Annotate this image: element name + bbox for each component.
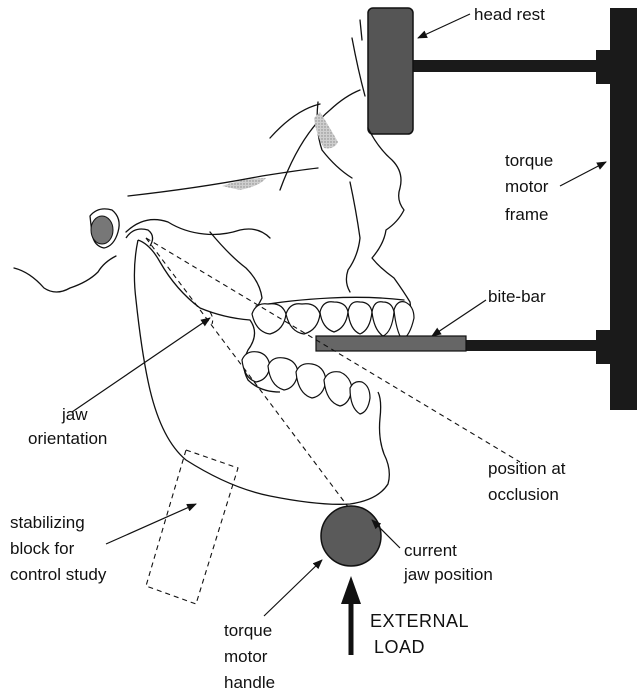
jaw-orientation-line-2: orientation	[28, 428, 107, 450]
handle-label-line-2: motor	[224, 646, 267, 668]
head-rest-label: head rest	[474, 4, 545, 26]
external-load-arrow	[341, 576, 361, 655]
jaw-orientation-line-1: jaw	[62, 404, 88, 426]
current-position-line-2: jaw position	[404, 564, 493, 586]
frame-lower-connector	[596, 330, 612, 364]
stabilizing-line-2: block for	[10, 538, 74, 560]
frame-label-line-2: motor	[505, 176, 548, 198]
stabilizing-block-pointer	[106, 504, 196, 544]
stabilizing-block	[146, 450, 238, 604]
handle-pointer	[264, 560, 322, 616]
occlusion-line-1: position at	[488, 458, 566, 480]
frame-label-line-3: frame	[505, 204, 548, 226]
mandible-condyle	[126, 229, 153, 246]
bite-bar	[316, 336, 466, 351]
frame-upper-arm	[413, 60, 599, 72]
stabilizing-line-1: stabilizing	[10, 512, 85, 534]
upper-teeth	[252, 302, 414, 340]
bite-bar-label: bite-bar	[488, 286, 546, 308]
ear-canal	[91, 216, 113, 244]
frame-label-line-1: torque	[505, 150, 553, 172]
frame-pointer	[560, 162, 606, 186]
external-load-line-2: LOAD	[374, 636, 425, 658]
skull-drawing	[14, 20, 411, 320]
frame-lower-arm	[466, 340, 600, 351]
external-load-line-1: EXTERNAL	[370, 610, 469, 632]
frame-vertical-column	[610, 8, 637, 410]
jaw-orientation-pointer	[72, 318, 210, 412]
current-position-line-1: current	[404, 540, 457, 562]
handle-label-line-3: handle	[224, 672, 275, 694]
occlusion-line-2: occlusion	[488, 484, 559, 506]
head-rest-pointer	[418, 14, 470, 38]
head-rest	[368, 8, 413, 134]
frame-upper-connector	[596, 50, 612, 84]
bone-shading	[222, 112, 338, 190]
bite-bar-pointer	[432, 300, 486, 336]
torque-motor-handle	[321, 506, 381, 566]
stabilizing-line-3: control study	[10, 564, 106, 586]
handle-label-line-1: torque	[224, 620, 272, 642]
jaw-orientation-arc	[210, 312, 213, 324]
